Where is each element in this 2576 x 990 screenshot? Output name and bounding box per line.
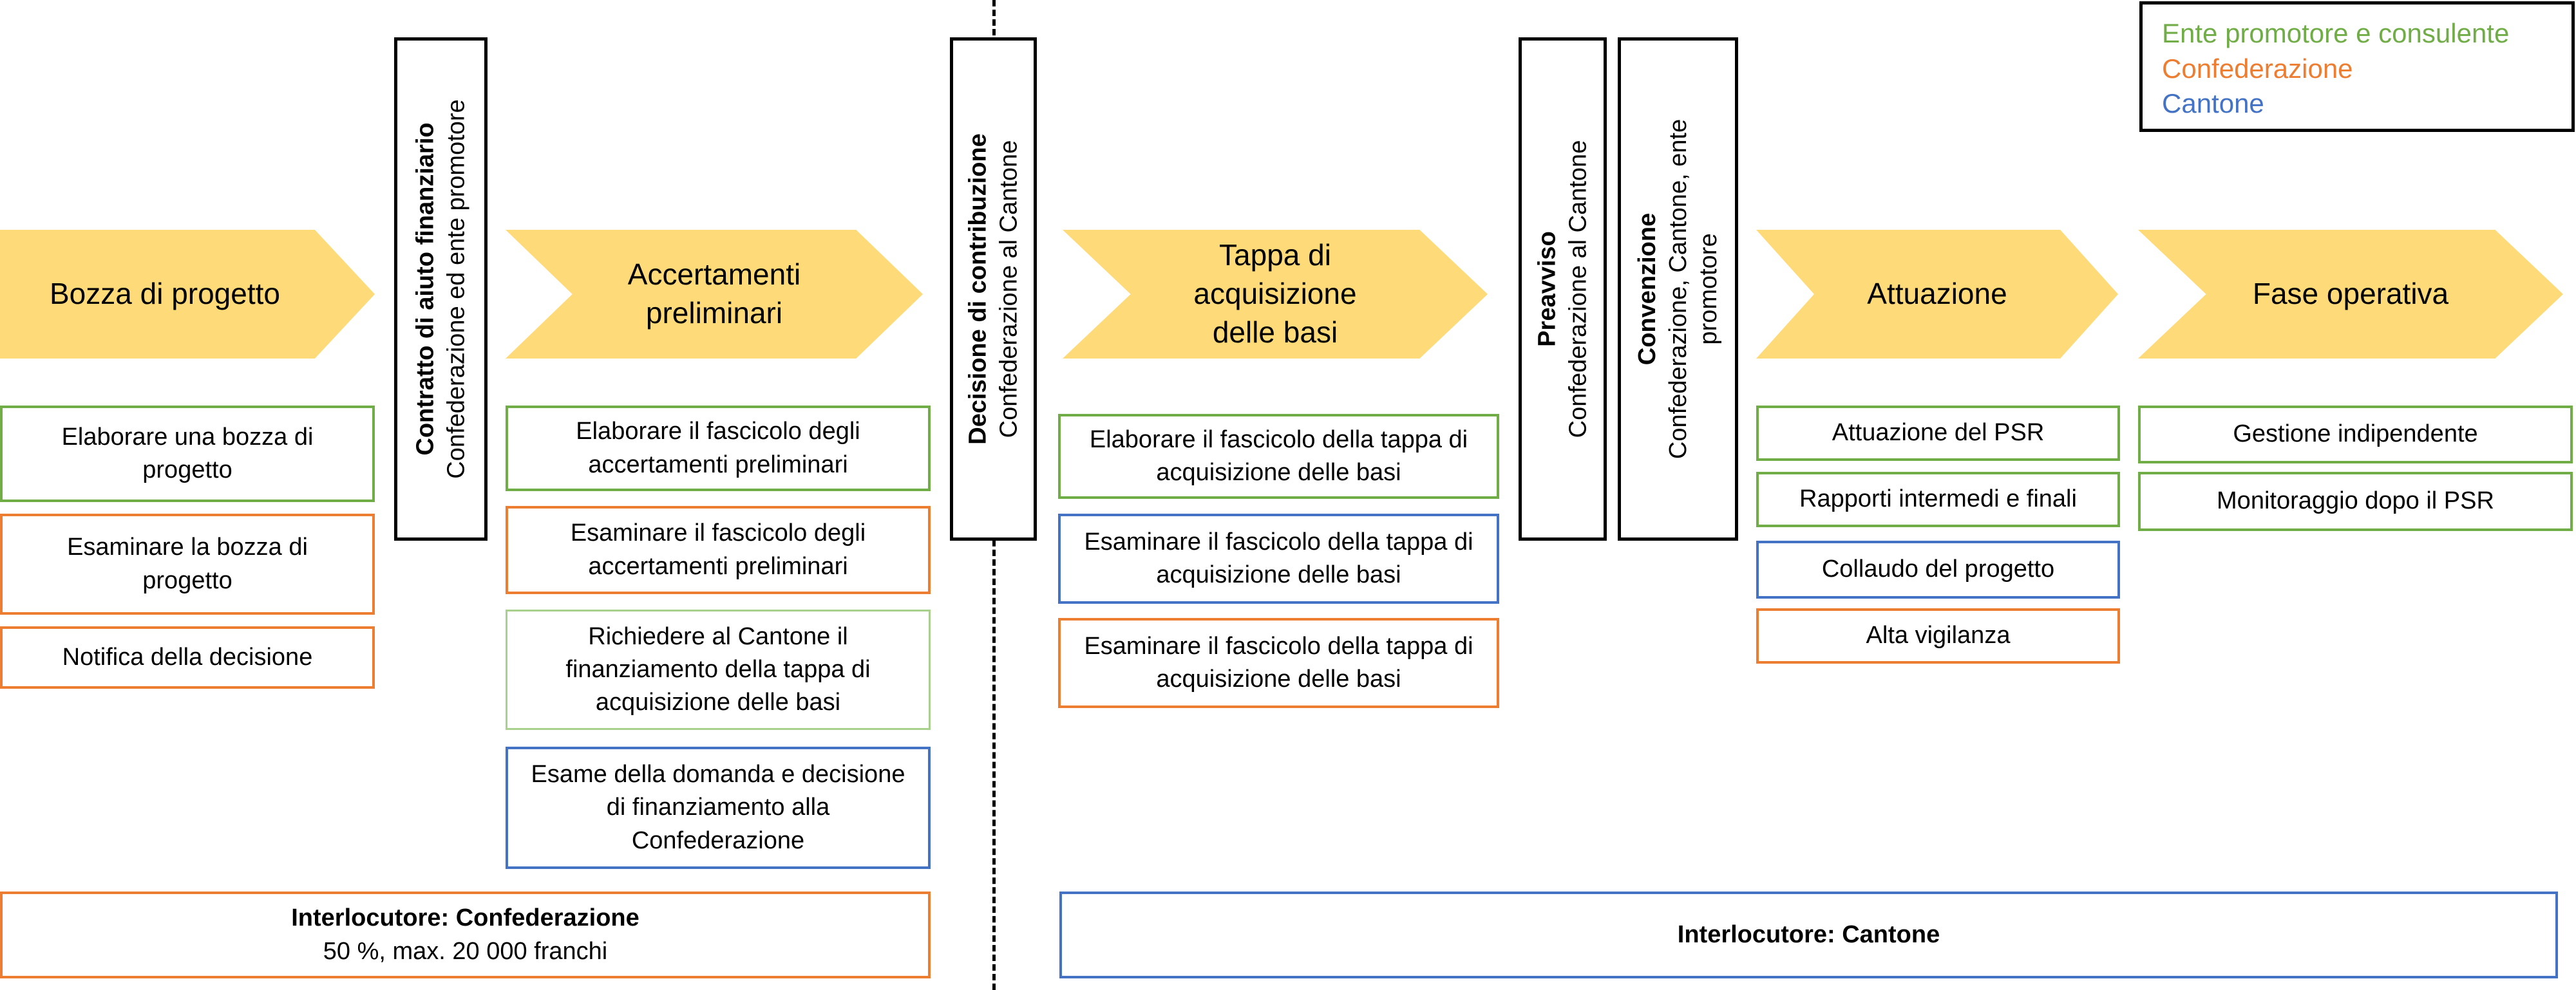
task-label: Notifica della decisione (62, 643, 313, 671)
task-box: Elaborare il fascicolo della tappa di ac… (1058, 414, 1499, 499)
task-box: Gestione indipendente (2138, 406, 2573, 463)
task-label: Esaminare il fascicolo della tappa di ac… (1084, 632, 1473, 693)
milestone-convenzione: Convenzione Confederazione, Cantone, ent… (1618, 37, 1738, 541)
milestone-contratto: Contratto di aiuto finanziario Confedera… (394, 37, 488, 541)
task-label: Elaborare il fascicolo degli accertament… (576, 418, 860, 478)
milestone-decisione-title: Decisione di contribuzione (964, 133, 991, 445)
task-label: Richiedere al Cantone il finanziamento d… (565, 622, 871, 716)
task-box: Esaminare la bozza di progetto (0, 514, 375, 615)
task-box: Esaminare il fascicolo della tappa di ac… (1058, 618, 1499, 708)
task-label: Elaborare una bozza di progetto (61, 423, 314, 483)
task-label: Gestione indipendente (2233, 420, 2478, 448)
task-label: Monitoraggio dopo il PSR (2217, 487, 2494, 515)
task-box: Richiedere al Cantone il finanziamento d… (506, 610, 931, 730)
milestone-preavviso-subtitle: Confederazione al Cantone (1564, 140, 1591, 438)
task-label: Esaminare la bozza di progetto (67, 534, 308, 594)
interlocutor-confederazione: Interlocutore: Confederazione 50 %, max.… (0, 892, 931, 978)
legend-confederazione: Confederazione (2162, 53, 2353, 84)
task-box: Monitoraggio dopo il PSR (2138, 472, 2573, 531)
milestone-convenzione-line2: promotore (1694, 233, 1722, 345)
task-box: Attuazione del PSR (1756, 406, 2120, 461)
interlocutor-confederazione-detail: 50 %, max. 20 000 franchi (323, 937, 608, 965)
milestone-preavviso-title: Preavviso (1533, 231, 1560, 347)
task-box: Elaborare una bozza di progetto (0, 406, 375, 502)
task-label: Collaudo del progetto (1821, 556, 2055, 583)
task-box: Collaudo del progetto (1756, 541, 2120, 599)
interlocutor-cantone-title: Interlocutore: Cantone (1677, 920, 1940, 948)
interlocutor-cantone: Interlocutore: Cantone (1059, 892, 2558, 978)
phase-label-accertamenti: Accertamenti preliminari (627, 257, 801, 330)
task-label: Esaminare il fascicolo degli accertament… (570, 519, 866, 580)
legend-cantone: Cantone (2162, 88, 2264, 119)
task-label: Elaborare il fascicolo della tappa di ac… (1089, 425, 1468, 486)
milestone-convenzione-title: Convenzione (1633, 212, 1661, 366)
phase-label-tappa: Tappa di acquisizione delle basi (1193, 238, 1357, 349)
task-box: Esame della domanda e decisione di finan… (506, 747, 931, 869)
task-label: Attuazione del PSR (1832, 419, 2045, 447)
task-label: Rapporti intermedi e finali (1799, 485, 2077, 513)
task-label: Alta vigilanza (1866, 622, 2011, 649)
task-box: Esaminare il fascicolo degli accertament… (506, 506, 931, 594)
milestone-convenzione-text: Convenzione Confederazione, Cantone, ent… (1632, 119, 1724, 459)
task-box: Esaminare il fascicolo della tappa di ac… (1058, 514, 1499, 604)
legend-ente: Ente promotore e consulente (2162, 18, 2510, 48)
phase-label-bozza: Bozza di progetto (49, 277, 280, 311)
phase-arrow-bozza: Bozza di progetto (0, 230, 375, 359)
milestone-preavviso: Preavviso Confederazione al Cantone (1519, 37, 1607, 541)
phase-arrow-accertamenti: Accertamenti preliminari (506, 230, 923, 359)
task-label: Esaminare il fascicolo della tappa di ac… (1084, 528, 1473, 588)
milestone-contratto-subtitle: Confederazione ed ente promotore (442, 99, 469, 479)
task-label: Esame della domanda e decisione di finan… (531, 761, 905, 854)
milestone-contratto-title: Contratto di aiuto finanziario (412, 122, 439, 456)
phase-arrow-tappa: Tappa di acquisizione delle basi (1063, 230, 1488, 359)
phase-label-attuazione: Attuazione (1867, 277, 2007, 311)
milestone-convenzione-line1: Confederazione, Cantone, ente (1663, 118, 1691, 460)
milestone-decisione: Decisione di contribuzione Confederazion… (950, 37, 1037, 541)
task-box: Elaborare il fascicolo degli accertament… (506, 406, 931, 491)
phase-arrow-fase-operativa: Fase operativa (2138, 230, 2563, 359)
milestone-decisione-text: Decisione di contribuzione Confederazion… (963, 133, 1024, 445)
phase-label-fase-operativa: Fase operativa (2252, 277, 2449, 311)
milestone-preavviso-text: Preavviso Confederazione al Cantone (1532, 140, 1593, 438)
phase-arrow-attuazione: Attuazione (1756, 230, 2118, 359)
milestone-decisione-subtitle: Confederazione al Cantone (994, 140, 1022, 438)
task-box: Alta vigilanza (1756, 608, 2120, 664)
task-box: Rapporti intermedi e finali (1756, 472, 2120, 527)
legend: Ente promotore e consulente Confederazio… (2139, 1, 2575, 132)
milestone-contratto-text: Contratto di aiuto finanziario Confedera… (410, 99, 471, 478)
task-box: Notifica della decisione (0, 626, 375, 689)
interlocutor-confederazione-title: Interlocutore: Confederazione (291, 904, 639, 932)
